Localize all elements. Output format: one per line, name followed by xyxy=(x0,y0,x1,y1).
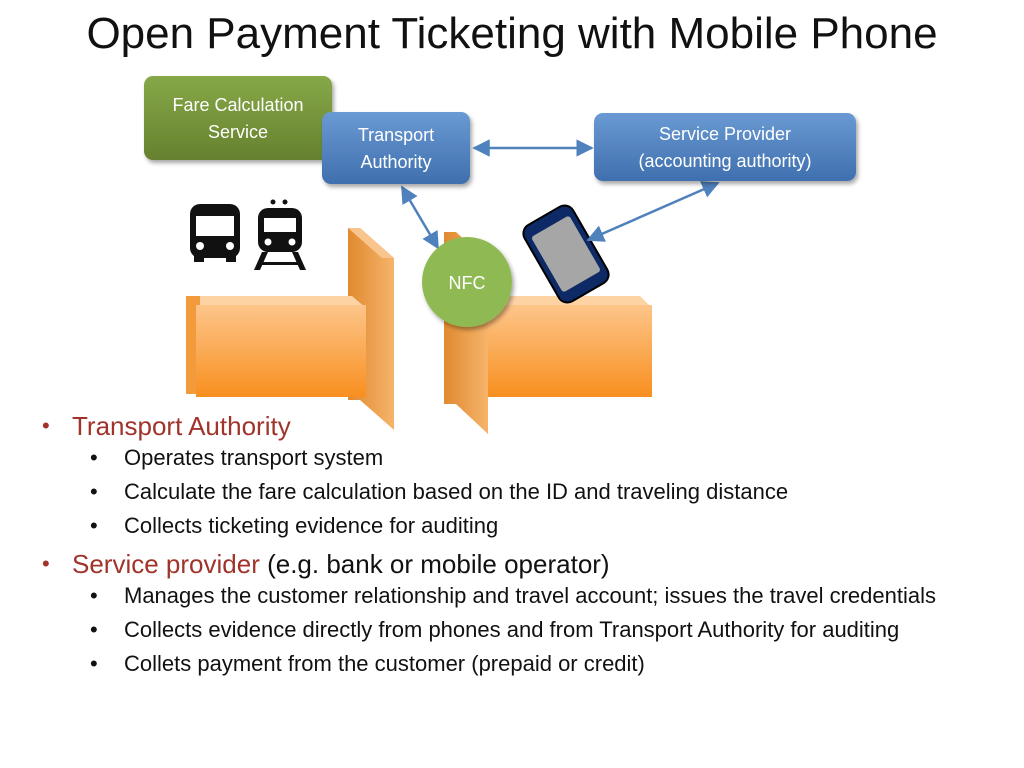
bullet-highlight: Transport Authority xyxy=(72,411,291,441)
sub-bullet: Collects ticketing evidence for auditing xyxy=(36,512,996,539)
bullet-list: Transport Authority Operates transport s… xyxy=(36,408,996,684)
service-provider-label-2: (accounting authority) xyxy=(638,151,811,171)
service-provider-label: Service Provider xyxy=(659,124,791,144)
transport-authority-label: Transport xyxy=(358,125,434,145)
nfc-label: NFC xyxy=(449,273,486,293)
mobile-phone-icon xyxy=(522,204,610,304)
bus-icon xyxy=(190,204,240,262)
bullet-highlight: Service provider xyxy=(72,549,260,579)
nfc-circle xyxy=(422,237,512,327)
sub-bullet: Operates transport system xyxy=(36,444,996,471)
sub-bullet: Collets payment from the customer (prepa… xyxy=(36,650,996,677)
train-icon xyxy=(254,199,306,270)
sub-bullet: Collects evidence directly from phones a… xyxy=(36,616,996,643)
fare-calculation-label-2: Service xyxy=(208,122,268,142)
transport-authority-box xyxy=(322,112,470,184)
fare-calculation-label: Fare Calculation xyxy=(172,95,303,115)
sub-bullet: Manages the customer relationship and tr… xyxy=(36,582,996,609)
bullet-rest: (e.g. bank or mobile operator) xyxy=(259,549,610,579)
fare-calculation-box xyxy=(144,76,332,160)
transport-authority-label-2: Authority xyxy=(360,152,431,172)
slide-title: Open Payment Ticketing with Mobile Phone xyxy=(86,9,938,58)
service-provider-box xyxy=(594,113,856,181)
arrow-provider-phone xyxy=(586,181,720,242)
bullet-service-provider: Service provider (e.g. bank or mobile op… xyxy=(36,546,996,582)
bullet-transport-authority: Transport Authority xyxy=(36,408,996,444)
arrow-authority-nfc xyxy=(400,185,440,250)
sub-bullet: Calculate the fare calculation based on … xyxy=(36,478,996,505)
